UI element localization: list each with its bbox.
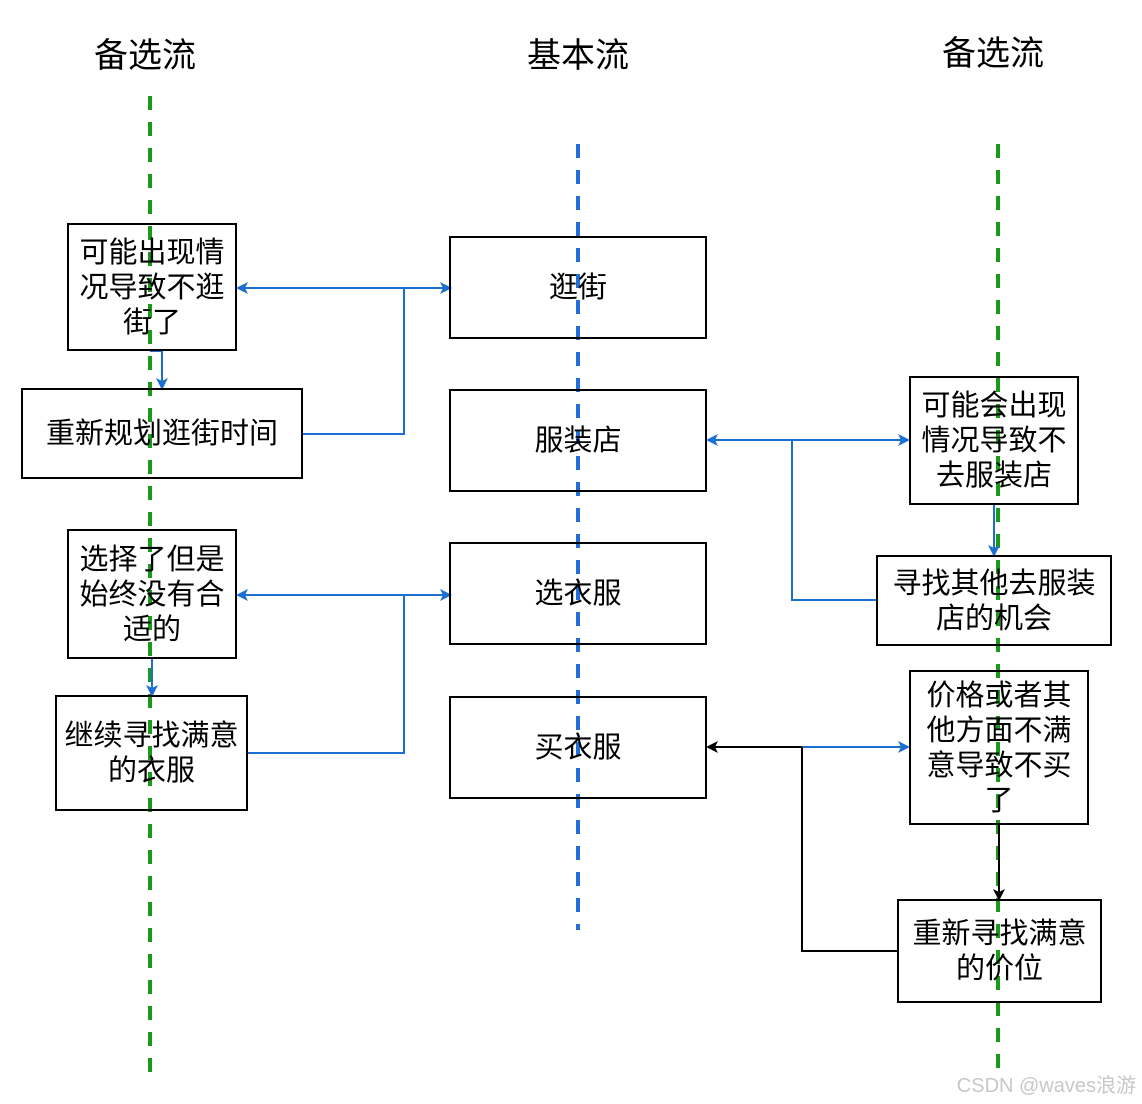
- box-not-going-shopping: 可能出现情况导致不逛街了: [67, 223, 237, 351]
- box-find-other-store-chance: 寻找其他去服装店的机会: [876, 555, 1112, 646]
- connector-l2-to-junction: [303, 288, 405, 435]
- watermark: CSDN @waves浪游: [956, 1075, 1136, 1097]
- connector-l4-to-junction: [248, 595, 405, 754]
- box-not-going-to-store: 可能会出现情况导致不去服装店: [909, 376, 1079, 505]
- box-label: 选择了但是始终没有合适的: [79, 541, 225, 646]
- box-label: 服装店: [534, 423, 622, 457]
- box-buy-clothes: 买衣服: [449, 696, 707, 799]
- box-label: 逛街: [548, 270, 607, 304]
- box-label: 买衣服: [534, 730, 622, 764]
- box-reschedule-shopping: 重新规划逛街时间: [21, 388, 303, 479]
- box-label: 可能出现情况导致不逛街了: [79, 234, 225, 339]
- box-find-satisfying-price: 重新寻找满意的价位: [897, 899, 1102, 1003]
- connector-r4-to-junction: [801, 747, 898, 952]
- box-label: 继续寻找满意的衣服: [64, 718, 239, 787]
- box-label: 重新规划逛街时间: [45, 416, 278, 450]
- box-label: 可能会出现情况导致不去服装店: [921, 388, 1067, 492]
- box-label: 寻找其他去服装店的机会: [892, 565, 1096, 635]
- arrow-l1-to-l2: [150, 350, 168, 390]
- box-label: 重新寻找满意的价位: [912, 916, 1087, 985]
- basic-flow-title: 基本流: [527, 36, 629, 76]
- box-clothing-store: 服装店: [449, 389, 707, 492]
- connector-r2-to-junction: [791, 440, 878, 601]
- box-label: 价格或者其他方面不满意导致不买了: [926, 677, 1072, 817]
- box-keep-looking-clothes: 继续寻找满意的衣服: [55, 695, 248, 811]
- box-choose-clothes: 选衣服: [449, 542, 707, 645]
- box-go-shopping: 逛街: [449, 236, 707, 339]
- right-alt-flow-title: 备选流: [942, 34, 1044, 74]
- box-nothing-suitable: 选择了但是始终没有合适的: [67, 529, 237, 659]
- box-price-not-satisfied: 价格或者其他方面不满意导致不买了: [909, 670, 1089, 825]
- box-label: 选衣服: [534, 576, 622, 610]
- left-alt-flow-title: 备选流: [94, 36, 196, 76]
